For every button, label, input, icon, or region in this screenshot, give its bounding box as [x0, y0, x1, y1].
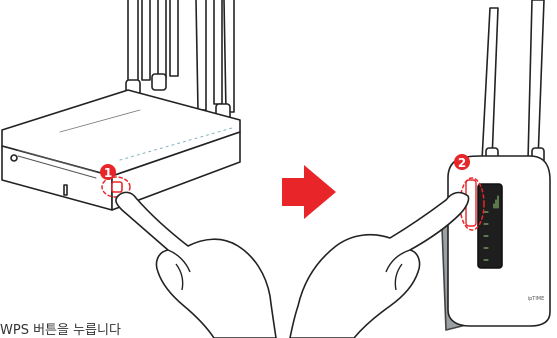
hand-right	[290, 193, 469, 338]
arrow-right	[282, 165, 336, 219]
wps-button-router	[112, 182, 122, 192]
extender-antenna-left	[482, 8, 498, 160]
router-left	[2, 0, 240, 210]
step-number-1: 1	[104, 166, 112, 180]
step-badge-2: 2	[454, 154, 470, 170]
caption-text: WPS 버튼을 누릅니다	[0, 324, 121, 338]
extender-brand: ipTIME	[528, 296, 545, 302]
extender-antenna-right	[528, 0, 544, 160]
hand-left	[116, 192, 276, 338]
step-badge-1: 1	[100, 164, 116, 180]
step-number-2: 2	[458, 156, 466, 170]
